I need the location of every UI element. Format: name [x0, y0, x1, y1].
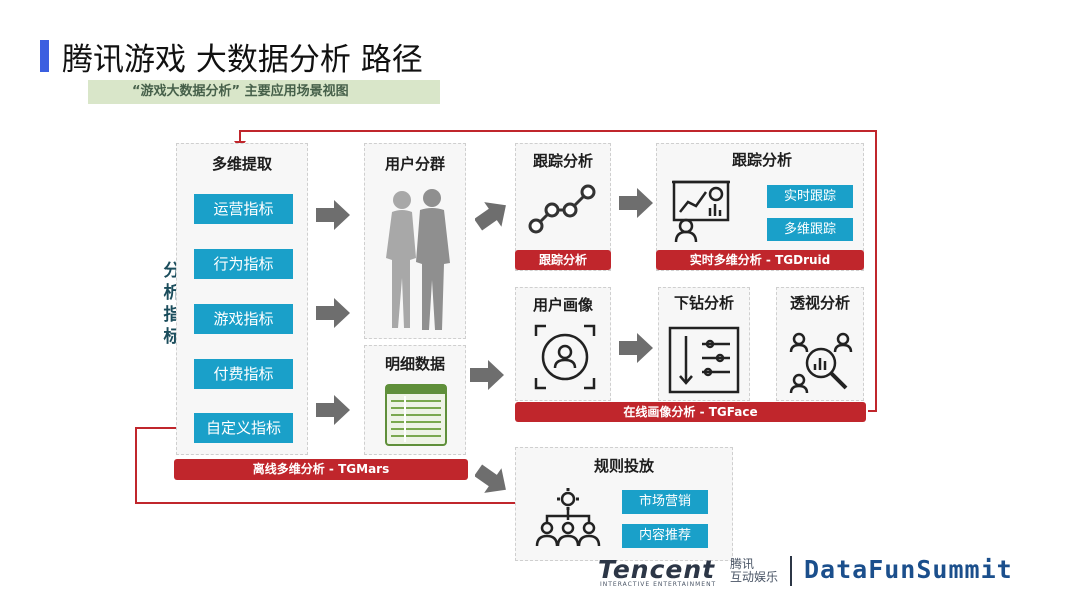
multidim-track-button[interactable]: 多维跟踪: [767, 218, 853, 241]
magnifier-users-icon: [789, 332, 853, 394]
people-silhouette-icon: [386, 189, 450, 330]
tencent-logo-subtext: INTERACTIVE ENTERTAINMENT: [600, 581, 717, 588]
metrics-panel-title: 多维提取: [211, 155, 272, 173]
detail-data-title: 明细数据: [384, 355, 445, 373]
page-title: 腾讯游戏 大数据分析 路径: [62, 42, 423, 78]
rules-title: 规则投放: [593, 457, 654, 475]
tracking-bar: 跟踪分析: [515, 250, 611, 270]
spreadsheet-icon: [385, 384, 447, 446]
diagonal-arrow-icon: [475, 464, 506, 493]
realtime-tracking-title: 跟踪分析: [731, 151, 792, 169]
perspective-title: 透视分析: [789, 294, 850, 312]
right-arrow-icon: [316, 200, 350, 230]
right-arrow-icon: [316, 395, 350, 425]
perspective-panel: [776, 287, 864, 401]
user-group-panel: [364, 143, 466, 339]
online-portrait-bar: 在线画像分析 - TGFace: [515, 402, 866, 422]
user-group-title: 用户分群: [384, 155, 445, 173]
marketing-button[interactable]: 市场营销: [622, 490, 708, 514]
tracking-title: 跟踪分析: [532, 152, 593, 170]
presentation-board-icon: [672, 180, 730, 243]
metric-button-game[interactable]: 游戏指标: [194, 304, 293, 334]
page-subtitle: “游戏大数据分析” 主要应用场景视图: [88, 80, 440, 104]
tracking-panel: [515, 143, 611, 271]
realtime-analysis-bar: 实时多维分析 - TGDruid: [656, 250, 864, 270]
realtime-track-button[interactable]: 实时跟踪: [767, 185, 853, 208]
tencent-cn-line1: 腾讯: [730, 557, 755, 571]
metric-button-custom[interactable]: 自定义指标: [194, 413, 293, 443]
metric-button-ops[interactable]: 运营指标: [194, 194, 293, 224]
line-trend-icon: [528, 184, 596, 234]
metrics-panel: [176, 143, 308, 455]
user-target-icon: [534, 324, 596, 390]
tencent-cn-line2: 互动娱乐: [730, 570, 779, 584]
right-arrow-icon: [619, 333, 653, 363]
offline-analysis-bar: 离线多维分析 - TGMars: [174, 459, 468, 480]
gear-team-icon: [535, 488, 601, 547]
drilldown-title: 下钻分析: [673, 294, 734, 312]
title-accent-bar: [40, 40, 49, 72]
metric-button-payment[interactable]: 付费指标: [194, 359, 293, 389]
metric-button-behavior[interactable]: 行为指标: [194, 249, 293, 279]
right-arrow-icon: [619, 188, 653, 218]
drilldown-list-icon: [668, 326, 740, 394]
diagonal-arrow-icon: [475, 202, 506, 231]
right-arrow-icon: [470, 360, 504, 390]
tencent-logo-text: Tencent: [598, 555, 716, 584]
tencent-cn-label: 腾讯 互动娱乐: [730, 558, 790, 584]
content-recommend-button[interactable]: 内容推荐: [622, 524, 708, 548]
footer-divider: [790, 556, 792, 586]
user-portrait-title: 用户画像: [532, 296, 593, 314]
datafun-logo-text: DataFunSummit: [804, 555, 1013, 584]
right-arrow-icon: [316, 298, 350, 328]
